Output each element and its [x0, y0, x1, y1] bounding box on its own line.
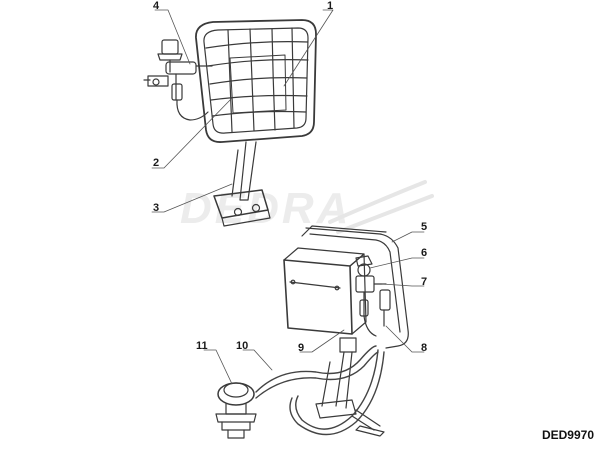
watermark-logo: DEDRA: [180, 184, 352, 233]
part-label-9: 9: [298, 342, 305, 354]
bottom-stand: [315, 337, 385, 437]
part-label-5: 5: [421, 221, 428, 233]
part-label-7: 7: [421, 276, 428, 288]
bottom-valve-assembly: [355, 255, 391, 337]
part-label-2: 2: [153, 157, 160, 169]
part-label-10: 10: [236, 340, 249, 352]
part-label-3: 3: [153, 202, 160, 214]
bottom-housing: [283, 225, 409, 349]
gas-hose: [255, 345, 385, 436]
drawing-code: DED9970: [541, 428, 594, 442]
part-label-11: 11: [196, 340, 208, 352]
top-mounting-bracket: [213, 141, 271, 227]
part-label-1: 1: [327, 0, 334, 12]
leader-lines: [151, 9, 425, 385]
part-label-8: 8: [421, 342, 428, 354]
gas-regulator: [215, 382, 257, 439]
part-label-4: 4: [153, 0, 160, 12]
top-valve-assembly: [143, 39, 213, 121]
part-label-6: 6: [421, 247, 428, 259]
watermark-swoosh: [328, 180, 434, 234]
top-grid-panel: [195, 19, 317, 143]
